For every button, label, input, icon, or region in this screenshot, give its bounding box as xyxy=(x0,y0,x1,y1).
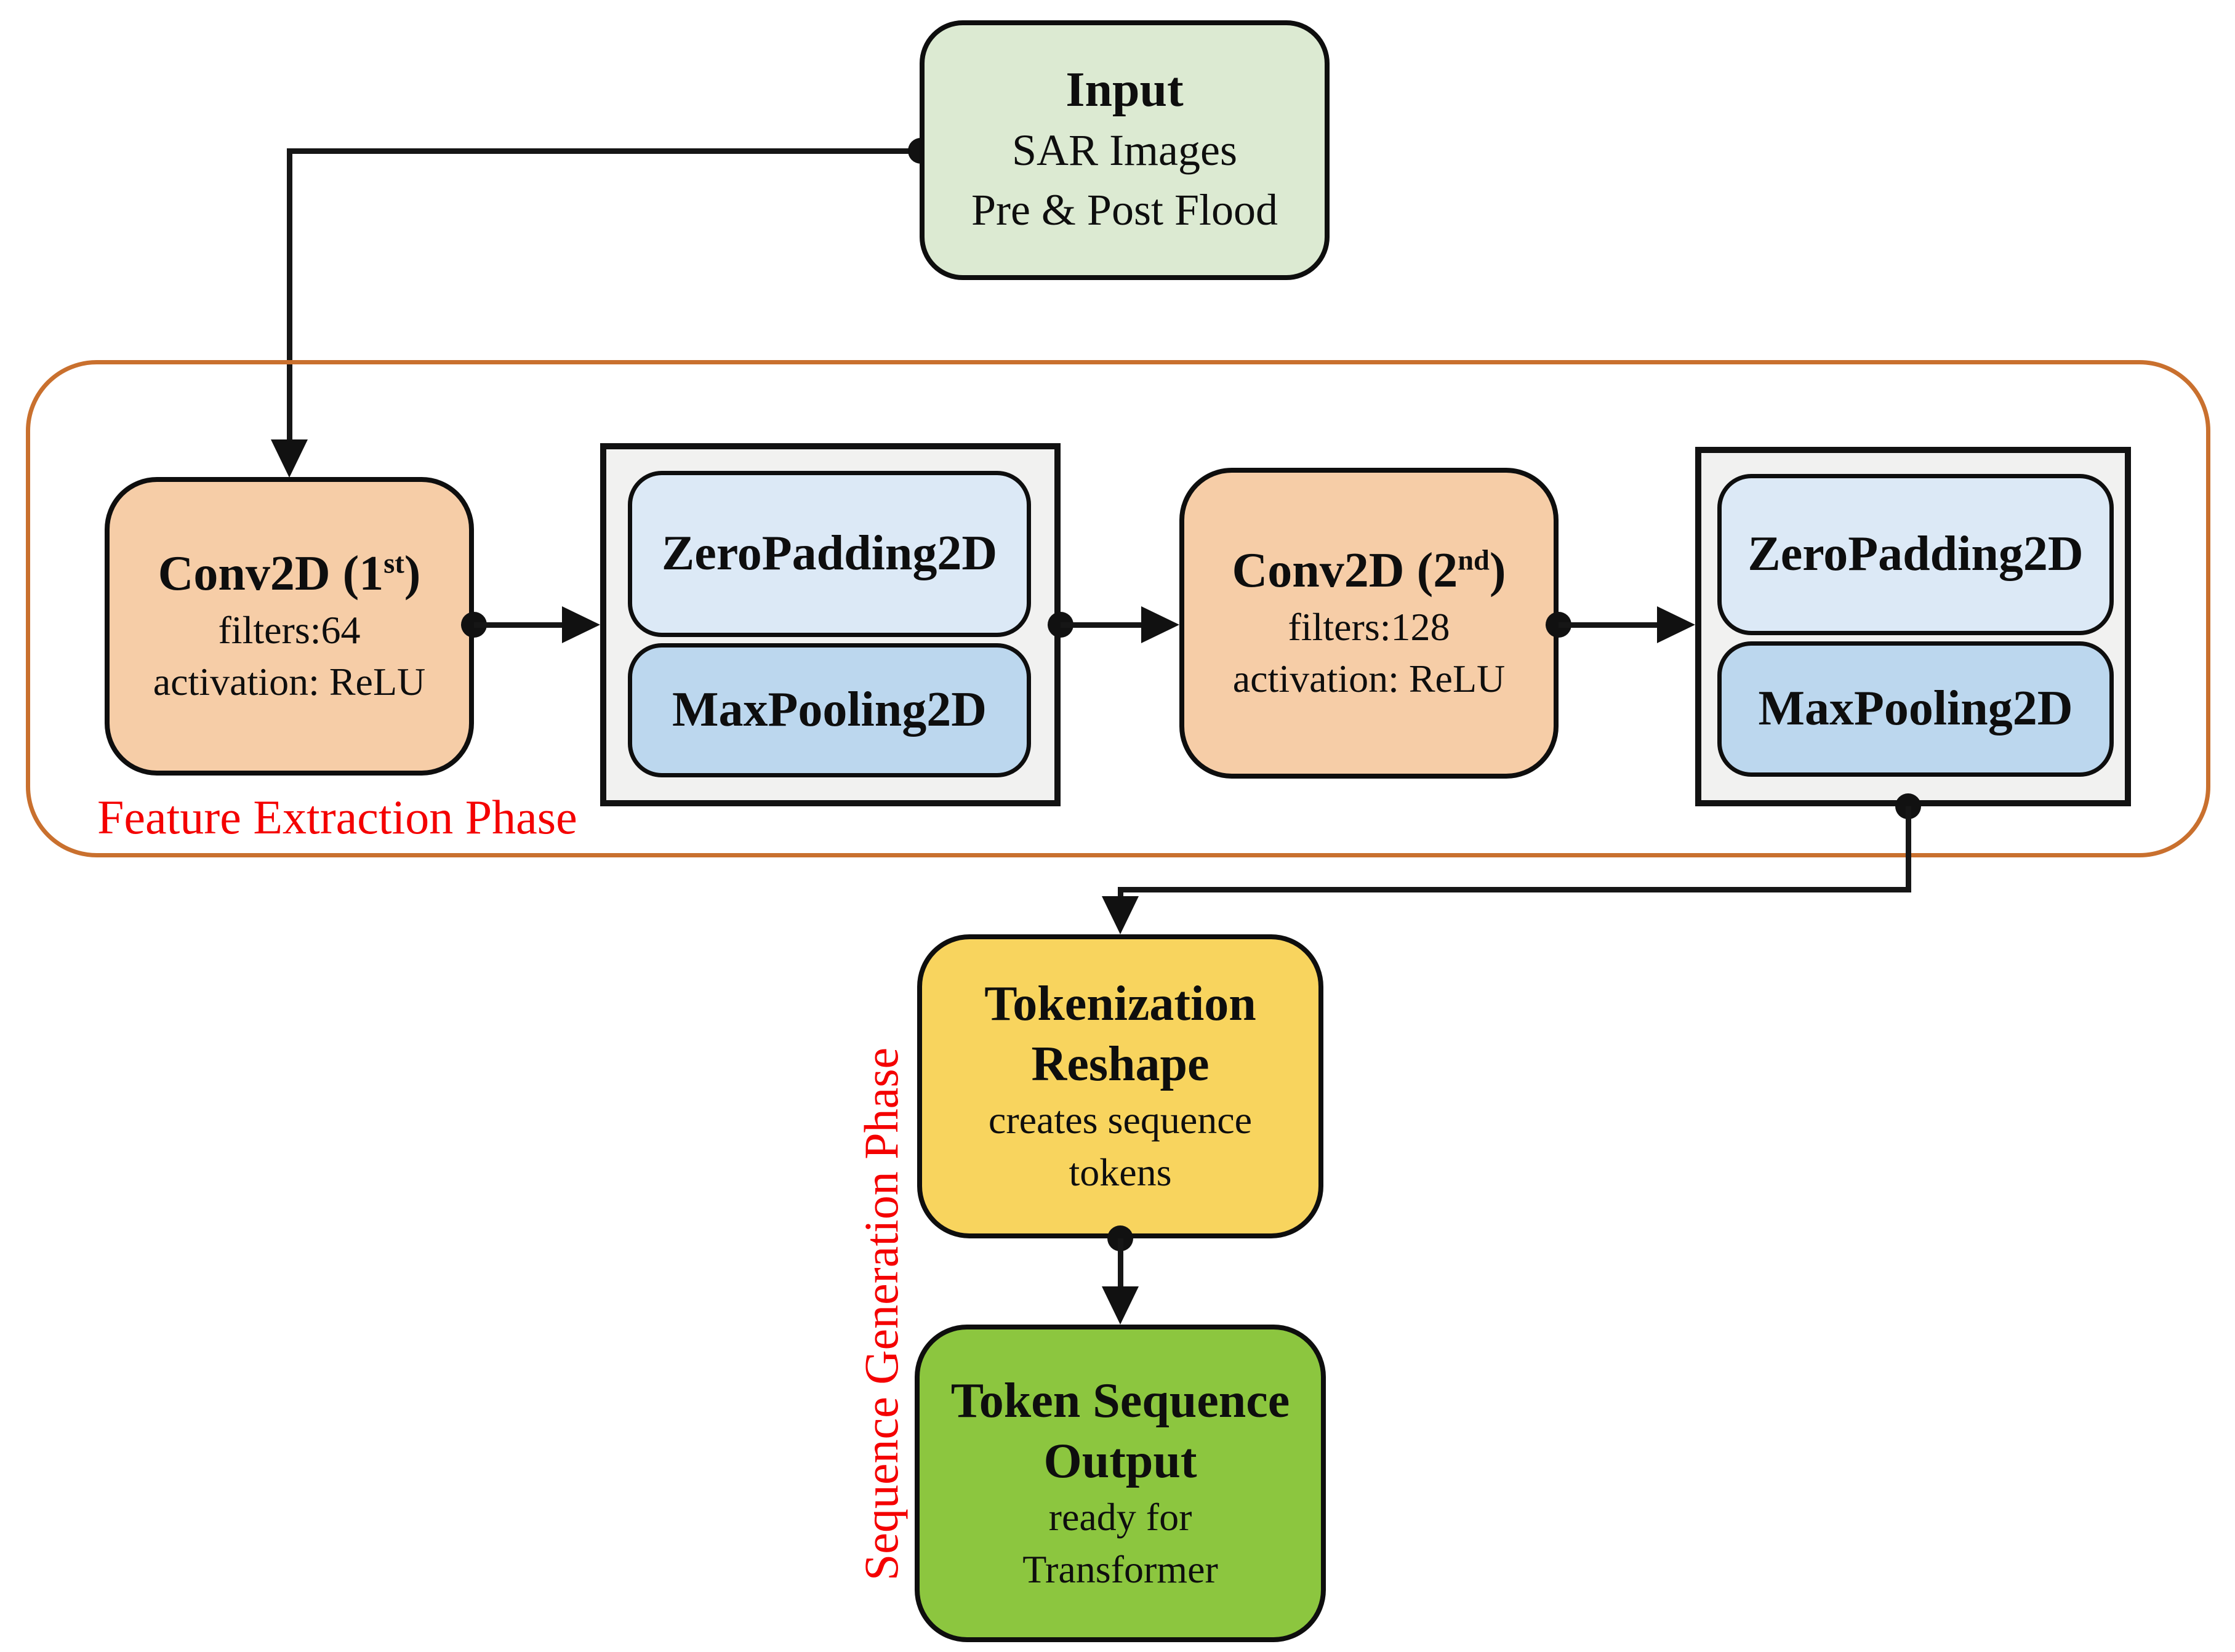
tokenization-sub-line1: creates sequence xyxy=(988,1098,1253,1142)
input-line1: SAR Images xyxy=(1012,125,1237,175)
arrowhead-into-conv1 xyxy=(271,439,308,478)
maxpooling2d-2-label: MaxPooling2D xyxy=(1758,681,2073,736)
conv2d-2nd-node: Conv2D (2nd) filters:128 activation: ReL… xyxy=(1179,468,1559,779)
zeropadding2d-1-node: ZeroPadding2D xyxy=(628,471,1031,637)
output-title-line1: Token Sequence xyxy=(950,1373,1290,1428)
token-sequence-output-node: Token Sequence Output ready for Transfor… xyxy=(915,1325,1326,1642)
connector-group1-to-conv2 xyxy=(1061,622,1144,628)
zeropadding2d-2-node: ZeroPadding2D xyxy=(1717,474,2114,635)
zeropadding2d-1-label: ZeroPadding2D xyxy=(661,526,998,581)
tokenization-title-line2: Reshape xyxy=(1031,1037,1210,1091)
zeropadding2d-2-label: ZeroPadding2D xyxy=(1747,527,2084,582)
conv2d-2nd-activation: activation: ReLU xyxy=(1232,657,1506,701)
arrowhead-into-group2 xyxy=(1657,606,1695,643)
input-node: Input SAR Images Pre & Post Flood xyxy=(920,20,1330,280)
connector-token-to-output xyxy=(1118,1238,1123,1289)
feature-extraction-phase-label: Feature Extraction Phase xyxy=(97,790,577,844)
arrowhead-into-group1 xyxy=(562,606,600,643)
connector-input-to-conv1-horizontal xyxy=(289,148,921,154)
conv2d-1st-title: Conv2D (1st) xyxy=(158,544,421,604)
conv2d-1st-title-sup: st xyxy=(383,548,404,580)
input-title: Input xyxy=(1065,63,1184,118)
maxpooling2d-1-label: MaxPooling2D xyxy=(672,683,987,737)
arrowhead-into-output xyxy=(1102,1286,1139,1325)
conv2d-1st-activation: activation: ReLU xyxy=(153,660,426,704)
conv2d-2nd-title-close: ) xyxy=(1489,543,1506,598)
connector-token-down-stub xyxy=(1118,887,1123,900)
maxpooling2d-2-node: MaxPooling2D xyxy=(1717,641,2114,777)
conv2d-2nd-title: Conv2D (2nd) xyxy=(1232,541,1506,601)
arrowhead-into-tokenization xyxy=(1102,896,1139,934)
connector-conv2-to-group2 xyxy=(1559,622,1658,628)
conv2d-1st-filters: filters:64 xyxy=(218,607,361,652)
conv2d-2nd-filters: filters:128 xyxy=(1288,604,1450,649)
connector-group2-down xyxy=(1906,806,1911,892)
conv2d-1st-title-close: ) xyxy=(404,547,421,601)
conv2d-2nd-title-sup: nd xyxy=(1458,545,1490,577)
output-title-line2: Output xyxy=(1043,1433,1197,1488)
tokenization-title-line1: Tokenization xyxy=(984,976,1256,1031)
conv2d-1st-title-text: Conv2D (1 xyxy=(158,547,384,601)
sequence-generation-phase-label: Sequence Generation Phase xyxy=(854,1047,908,1581)
connector-conv1-to-group1 xyxy=(474,622,565,628)
maxpooling2d-1-node: MaxPooling2D xyxy=(628,643,1031,777)
feature-extraction-phase-container xyxy=(26,360,2210,857)
output-sub-line2: Transformer xyxy=(1022,1547,1218,1591)
input-line2: Pre & Post Flood xyxy=(971,185,1278,235)
conv2d-2nd-title-text: Conv2D (2 xyxy=(1232,543,1458,598)
connector-group2-to-token-horizontal xyxy=(1118,887,1911,892)
output-sub-line1: ready for xyxy=(1048,1495,1192,1539)
arrowhead-into-conv2 xyxy=(1141,606,1179,643)
tokenization-reshape-node: Tokenization Reshape creates sequence to… xyxy=(917,934,1323,1238)
connector-input-to-conv1-vertical xyxy=(287,148,292,441)
tokenization-sub-line2: tokens xyxy=(1069,1150,1172,1194)
conv2d-1st-node: Conv2D (1st) filters:64 activation: ReLU xyxy=(105,477,474,776)
